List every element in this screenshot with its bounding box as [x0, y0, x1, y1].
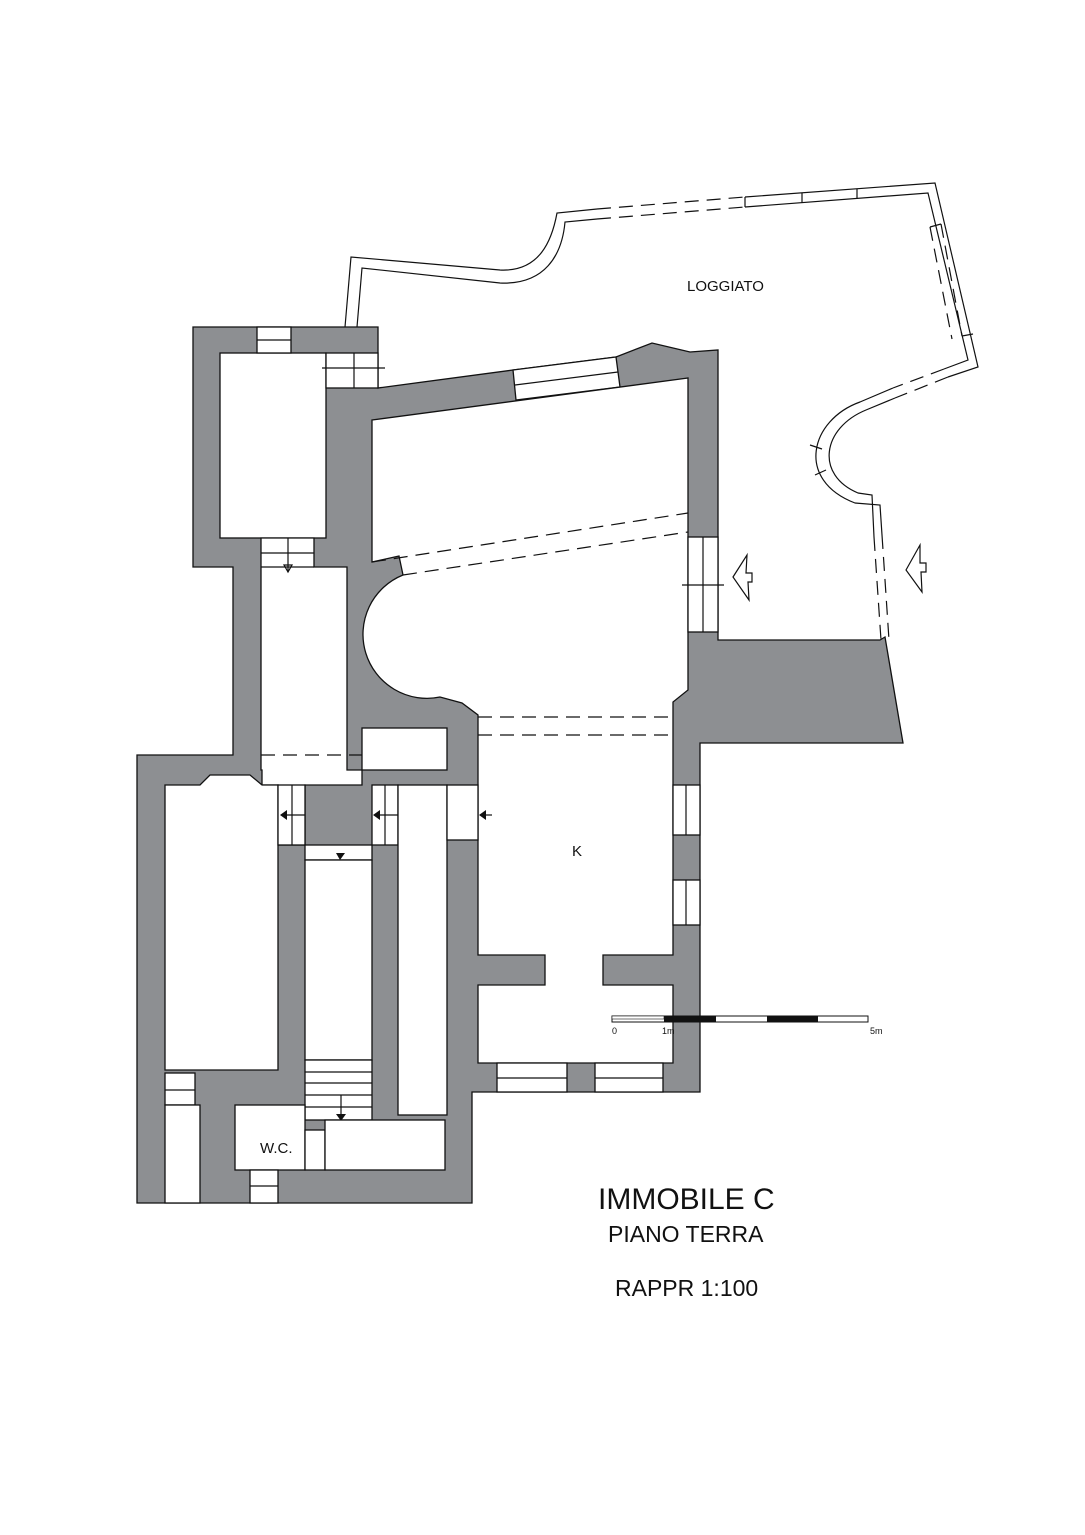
- room-label-loggiato: LOGGIATO: [687, 278, 764, 295]
- scale-label-1m: 1m: [662, 1026, 675, 1036]
- loggia-walls: [344, 182, 979, 641]
- drawing-title: IMMOBILE C: [598, 1183, 775, 1216]
- entrance-arrow-icon: [905, 542, 927, 594]
- rooms: [164, 326, 724, 1204]
- room-label-wc: W.C.: [260, 1140, 293, 1157]
- scale-bar: 0 1m 5m: [611, 1015, 883, 1036]
- room-label-kitchen: K: [572, 843, 582, 860]
- scale-label-5m: 5m: [870, 1026, 883, 1036]
- drawing-scale: RAPPR 1:100: [615, 1275, 758, 1301]
- scale-label-0: 0: [612, 1026, 617, 1036]
- drawing-subtitle: PIANO TERRA: [608, 1221, 764, 1247]
- entrance-arrow-icon: [732, 552, 753, 603]
